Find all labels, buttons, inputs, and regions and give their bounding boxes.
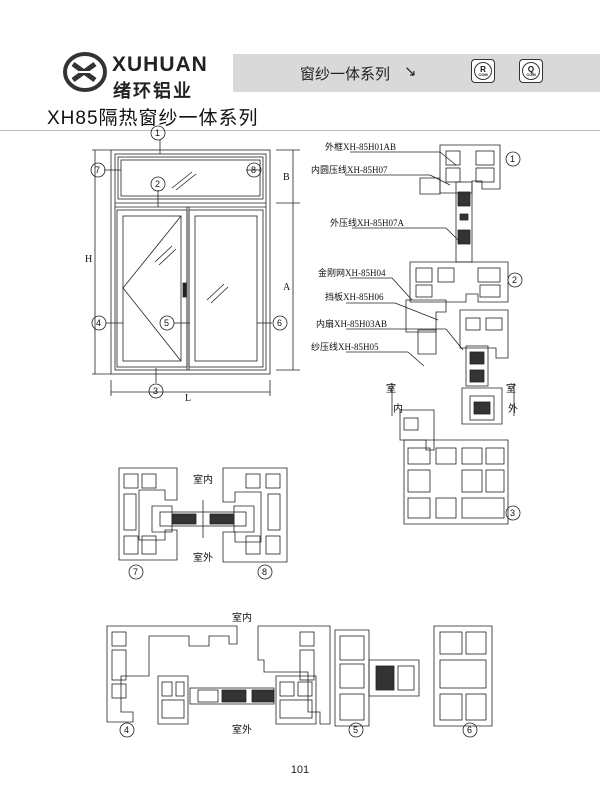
- profile-label-mesh: 金刚网XH-85H04: [318, 267, 386, 278]
- page-title: XH85隔热窗纱一体系列: [47, 108, 259, 129]
- callout-2: 2: [155, 179, 160, 189]
- section-7-8: [118, 467, 288, 580]
- brand-name-cn: 绪环铝业: [113, 81, 193, 101]
- vertical-section: [345, 144, 523, 525]
- title-divider: [0, 130, 600, 131]
- section-callout-1: 1: [510, 154, 515, 164]
- arrow-icon: ↘: [404, 63, 417, 80]
- section-callout-4: 4: [124, 725, 129, 735]
- indoor-label-456: 室内: [232, 611, 252, 624]
- callout-4: 4: [96, 318, 101, 328]
- dim-l-label: L: [185, 393, 191, 404]
- elevation-callouts: 1 7 8 2 4 5 6 3 H L B A: [85, 128, 291, 404]
- callout-5: 5: [164, 318, 169, 328]
- profile-label-outer-bead: 外压线XH-85H07A: [330, 217, 404, 228]
- section-callout-8: 8: [262, 567, 267, 577]
- xuhuan-logo-icon: [63, 52, 107, 92]
- window-elevation: [90, 125, 300, 399]
- callout-6: 6: [277, 318, 282, 328]
- section-callout-7: 7: [133, 567, 138, 577]
- profile-labels: 外框XH-85H01AB 内圆压线XH-85H07 外压线XH-85H07A 金…: [311, 141, 404, 352]
- series-label: 窗纱一体系列: [300, 66, 391, 83]
- callout-8: 8: [251, 165, 256, 175]
- outdoor-label-b: 外: [508, 403, 518, 415]
- callout-7: 7: [95, 165, 100, 175]
- outdoor-label-456: 室外: [232, 723, 252, 736]
- profile-label-inner-sash: 内扇XH-85H03AB: [316, 318, 387, 329]
- outdoor-label-78: 室外: [193, 551, 213, 564]
- profile-label-screen-bead: 纱压线XH-85H05: [311, 341, 379, 352]
- profile-label-inner-bead: 内圆压线XH-85H07: [311, 164, 388, 175]
- dim-b-label: B: [283, 172, 290, 183]
- dim-h-label: H: [85, 254, 92, 265]
- brand-name-en: XUHUAN: [112, 53, 208, 76]
- outdoor-label-a: 室: [506, 382, 516, 395]
- section-4-5-6: [106, 625, 493, 738]
- callout-1: 1: [155, 128, 160, 138]
- profile-label-outer-frame: 外框XH-85H01AB: [325, 141, 396, 152]
- dim-a-label: A: [283, 282, 291, 293]
- section-callout-3: 3: [510, 508, 515, 518]
- section-callout-2: 2: [512, 275, 517, 285]
- indoor-label-78: 室内: [193, 473, 213, 486]
- section-side-labels: 室 内 室 外 室内 室外 室内 室外: [193, 382, 518, 736]
- section-callout-6: 6: [467, 725, 472, 735]
- section-callouts: 1 2 3 7 8 4 5 6: [124, 154, 517, 735]
- page-number: 101: [290, 764, 310, 776]
- callout-3: 3: [153, 386, 158, 396]
- section-callout-5: 5: [353, 725, 358, 735]
- indoor-label-b: 内: [393, 402, 403, 415]
- indoor-label-a: 室: [386, 382, 396, 395]
- profile-label-baffle: 挡板XH-85H06: [325, 291, 384, 302]
